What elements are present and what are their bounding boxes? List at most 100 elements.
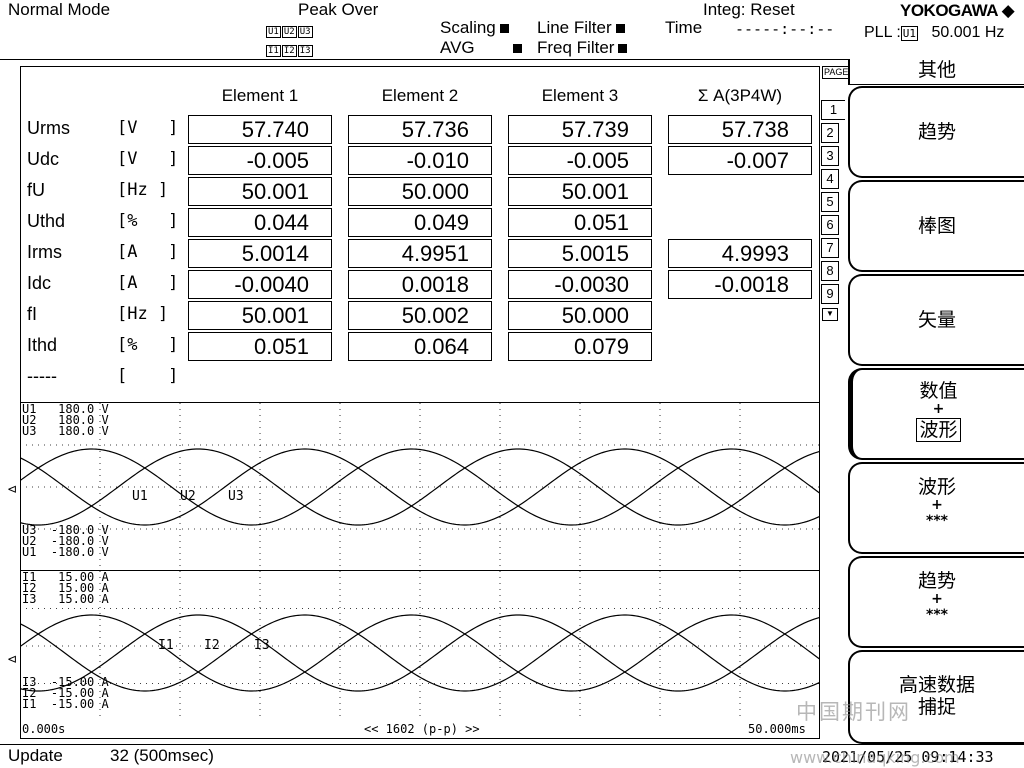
current-ground-marker-icon: ⊲: [7, 652, 18, 666]
page-tab-6[interactable]: 6: [821, 215, 839, 235]
pll-value: 50.001 Hz: [931, 24, 1005, 41]
avg-indicator: AVG: [440, 38, 522, 58]
softkey-wave-custom-plus: +: [931, 497, 943, 513]
row-label: fI: [27, 304, 38, 324]
row-label: Udc: [27, 149, 60, 169]
page-tab-9[interactable]: 9: [821, 284, 839, 304]
softkey-wave-custom-top: 波形: [917, 476, 956, 498]
softkey-numeric-wave-top: 数值: [919, 380, 958, 402]
waveform-i2: [20, 614, 820, 692]
softkey-vector[interactable]: 矢量: [848, 274, 1024, 366]
peak-i1: I1: [266, 45, 281, 57]
line-filter-status-square: [615, 24, 625, 34]
voltage-scale-bottom: U3 -180.0 V U2 -180.0 V U1 -180.0 V: [22, 523, 109, 559]
datetime: 2021/05/25 09:14:33: [822, 748, 994, 766]
scaling-indicator: Scaling: [440, 18, 509, 38]
page-tab-5[interactable]: 5: [821, 192, 839, 212]
scaling-label: Scaling: [440, 18, 496, 37]
page-tab-2[interactable]: 2: [821, 123, 839, 143]
voltage-ground-marker-icon: ⊲: [7, 482, 18, 496]
row-label: fU: [27, 180, 45, 200]
row-unit: [% ]: [117, 211, 179, 231]
avg-label: AVG: [440, 38, 475, 57]
row-unit: [% ]: [117, 335, 179, 355]
row-unit: [Hz ]: [117, 180, 169, 200]
softkey-trend-custom-bottom: ***: [926, 607, 948, 623]
line-filter-indicator: Line Filter: [537, 18, 625, 38]
value-cell: 50.000: [508, 301, 652, 330]
softkey-numeric-wave[interactable]: 数值 + 波形: [848, 368, 1024, 460]
value-cell: 50.000: [348, 177, 492, 206]
value-cell: -0.0040: [188, 270, 332, 299]
row-unit: [ ]: [117, 366, 179, 386]
waveform-u3: [20, 448, 820, 526]
peak-u1: U1: [266, 26, 281, 38]
softkey-high-speed-data[interactable]: 高速数据 捕捉: [848, 650, 1024, 744]
row-unit: [A ]: [117, 242, 179, 262]
integ-time: -----:--:--: [735, 20, 835, 38]
value-cell: 4.9993: [668, 239, 812, 268]
peak-i3: I3: [297, 45, 313, 57]
value-cell: 0.049: [348, 208, 492, 237]
value-cell: 0.044: [188, 208, 332, 237]
current-scale-top: I1 15.00 A I2 15.00 A I3 15.00 A: [22, 570, 109, 606]
value-cell: 5.0015: [508, 239, 652, 268]
value-cell: 0.0018: [348, 270, 492, 299]
wave-label-i2: I2: [204, 638, 220, 653]
row-label: Uthd: [27, 211, 66, 231]
scaling-status-square: [499, 24, 509, 34]
value-cell: 4.9951: [348, 239, 492, 268]
softkey-trend-custom[interactable]: 趋势 + ***: [848, 556, 1024, 648]
pll-prefix: PLL :: [864, 24, 901, 41]
row-label: Irms: [27, 242, 62, 262]
softkey-high-speed-data-bottom: 捕捉: [917, 696, 956, 718]
update-value: 32 (500msec): [110, 746, 214, 765]
peak-u3: U3: [297, 26, 313, 38]
value-cell: -0.005: [188, 146, 332, 175]
line-filter-label: Line Filter: [537, 18, 612, 37]
row-label: Idc: [27, 273, 52, 293]
header-divider: [0, 59, 848, 60]
update-label: Update: [8, 746, 63, 765]
avg-status-square: [512, 44, 522, 54]
value-cell: 0.051: [508, 208, 652, 237]
page-down-arrow-icon[interactable]: ▼: [822, 308, 838, 321]
softkey-trend-custom-plus: +: [931, 591, 943, 607]
value-cell: -0.0030: [508, 270, 652, 299]
page-tab-7[interactable]: 7: [821, 238, 839, 258]
value-cell: 0.064: [348, 332, 492, 361]
row-unit: [Hz ]: [117, 304, 169, 324]
softkey-wave-custom[interactable]: 波形 + ***: [848, 462, 1024, 554]
softkey-bar-graph[interactable]: 棒图: [848, 180, 1024, 272]
wave-label-u2: U2: [180, 489, 196, 504]
row-unit: [A ]: [117, 273, 179, 293]
pll-source: U1: [900, 26, 919, 41]
yokogawa-logo: YOKOGAWA ◆: [900, 1, 1015, 20]
value-cell: 0.079: [508, 332, 652, 361]
freq-filter-indicator: Freq Filter: [537, 38, 628, 58]
peak-u2: U2: [281, 26, 297, 38]
voltage-scale-top: U1 180.0 V U2 180.0 V U3 180.0 V: [22, 402, 109, 438]
watermark-text: 中国期刊网: [796, 700, 911, 724]
value-cell: 57.740: [188, 115, 332, 144]
pll-readout: PLL :U1 50.001 Hz: [864, 24, 1004, 42]
value-cell: -0.0018: [668, 270, 812, 299]
value-cell: 50.002: [348, 301, 492, 330]
softkey-numeric-wave-plus: +: [932, 401, 945, 417]
wave-label-u3: U3: [228, 489, 244, 504]
value-cell: -0.005: [508, 146, 652, 175]
page-tab-8[interactable]: 8: [821, 261, 839, 281]
current-waveform-plot: [20, 571, 820, 721]
page-tab-4[interactable]: 4: [821, 169, 839, 189]
page-tab-3[interactable]: 3: [821, 146, 839, 166]
value-cell: 50.001: [188, 177, 332, 206]
softkey-trend[interactable]: 趋势: [848, 86, 1024, 178]
waveform-u2: [20, 448, 820, 526]
page-tab-1[interactable]: 1: [821, 100, 845, 120]
watermark-url: www.chinaqking.com: [790, 748, 960, 767]
wave-label-u1: U1: [132, 489, 148, 504]
peak-over-label: Peak Over: [298, 0, 379, 19]
row-label: Ithd: [27, 335, 58, 355]
